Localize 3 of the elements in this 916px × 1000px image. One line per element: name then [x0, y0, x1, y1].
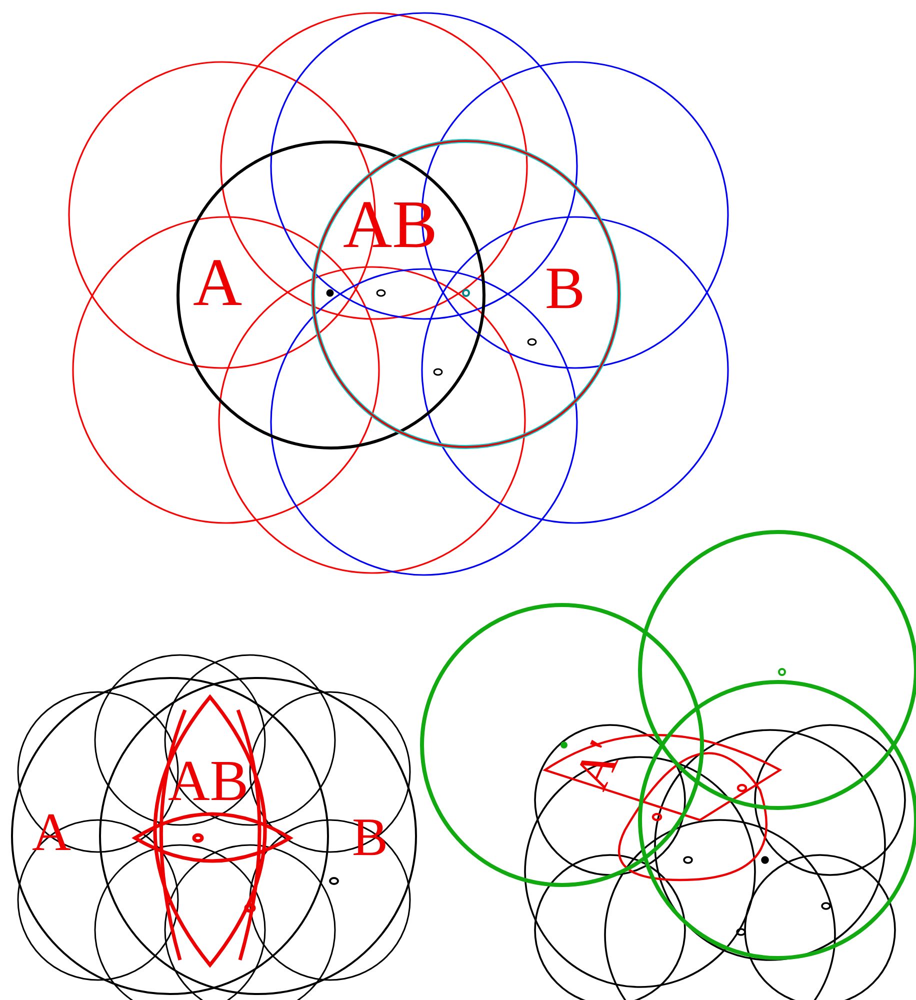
- region-label: A': [565, 734, 630, 796]
- region-label: A: [193, 248, 242, 316]
- region-label: B: [545, 258, 586, 318]
